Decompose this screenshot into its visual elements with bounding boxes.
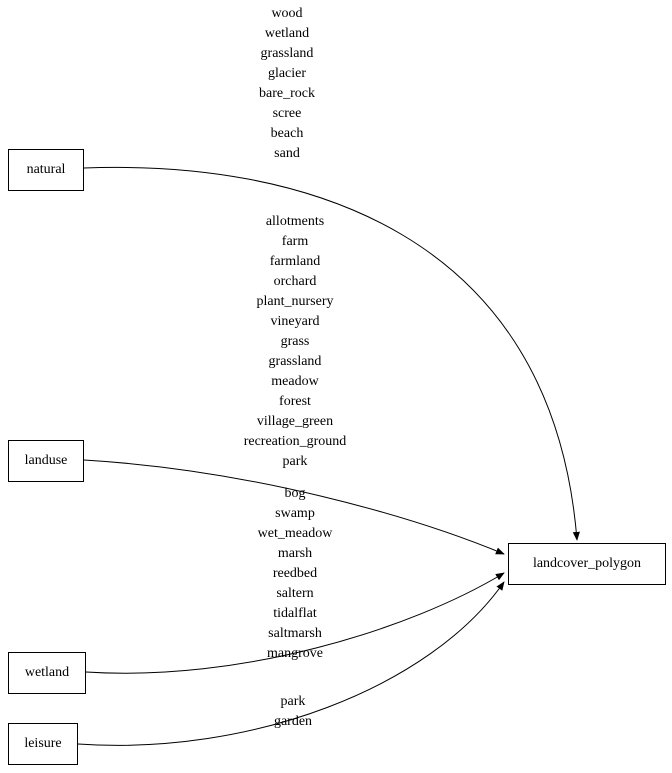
node-landuse-label: landuse (24, 453, 68, 468)
edge-label-leisure-values: park garden (273, 694, 313, 729)
node-landcover-polygon: landcover_polygon (508, 543, 666, 585)
node-landuse: landuse (8, 440, 84, 482)
edge-label-wetland-values: bog swamp wet_meadow marsh reedbed salte… (257, 486, 333, 661)
node-wetland: wetland (8, 652, 86, 694)
edge-wetland-to-landcover (85, 572, 505, 674)
node-leisure-label: leisure (24, 736, 62, 751)
edge-leisure-to-landcover (77, 581, 505, 746)
node-natural-label: natural (26, 162, 66, 177)
edge-natural-to-landcover (83, 166, 580, 541)
edge-label-landuse-values: allotments farm farmland orchard plant_n… (243, 214, 347, 469)
node-leisure: leisure (8, 723, 78, 765)
edge-label-natural-values: wood wetland grassland glacier bare_rock… (259, 6, 315, 161)
node-landcover-polygon-label: landcover_polygon (532, 556, 642, 571)
node-wetland-label: wetland (24, 665, 70, 680)
edge-landuse-to-landcover (83, 459, 505, 555)
node-natural: natural (8, 149, 84, 191)
